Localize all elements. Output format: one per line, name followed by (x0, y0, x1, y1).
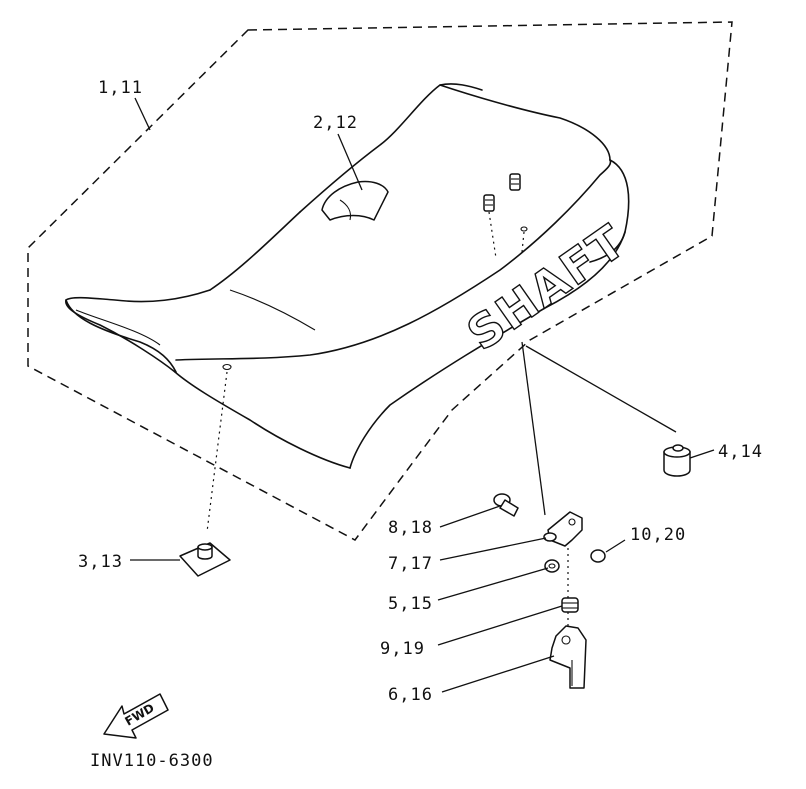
callout-4-14: 4,14 (718, 442, 763, 462)
spring-part (561, 597, 579, 613)
bolt-part (493, 493, 519, 517)
callout-2-12: 2,12 (313, 113, 358, 133)
reference-code: INV110-6300 (90, 751, 214, 771)
callout-8-18: 8,18 (388, 518, 433, 538)
lock-lever-part (549, 625, 587, 689)
nut-plate-part (179, 542, 231, 577)
callout-6-16: 6,16 (388, 685, 433, 705)
nut-part (590, 549, 606, 563)
rubber-damper-part (663, 444, 691, 477)
callout-10-20: 10,20 (630, 525, 686, 545)
callout-5-15: 5,15 (388, 594, 433, 614)
seat-assembly: SHAFT (65, 83, 636, 469)
bracket-part (543, 511, 583, 547)
fwd-arrow-icon: FWD (103, 693, 169, 739)
screw-pair (483, 173, 521, 212)
washer-part (544, 559, 560, 573)
assembly-boundary (27, 21, 733, 541)
shaft-decal-text: SHAFT (457, 214, 635, 361)
callout-9-19: 9,19 (380, 639, 425, 659)
callout-1-11: 1,11 (98, 78, 143, 98)
callout-7-17: 7,17 (388, 554, 433, 574)
callout-3-13: 3,13 (78, 552, 123, 572)
